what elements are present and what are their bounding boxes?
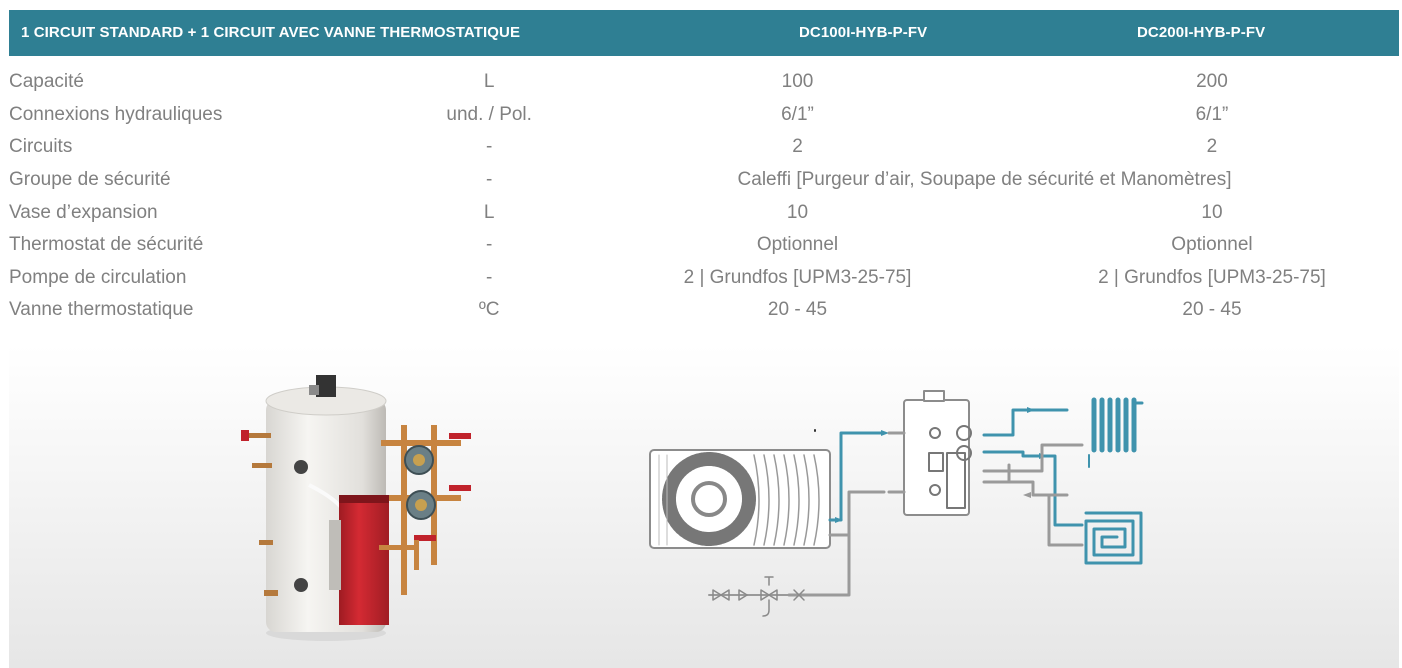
row-model-2-value: 20 - 45 (1182, 299, 1242, 321)
row-label: Thermostat de sécurité (9, 234, 204, 256)
model-2-header: DC200I-HYB-P-FV (1137, 24, 1266, 41)
spec-table: Capacité L 100 200 Connexions hydrauliqu… (9, 66, 1399, 327)
table-title: 1 CIRCUIT STANDARD + 1 CIRCUIT AVEC VANN… (21, 24, 521, 41)
table-header: 1 CIRCUIT STANDARD + 1 CIRCUIT AVEC VANN… (9, 10, 1399, 56)
illustration-area (9, 345, 1399, 668)
row-label: Groupe de sécurité (9, 169, 171, 191)
row-model-1-value: 6/1” (781, 103, 814, 125)
row-model-2-value: 2 | Grundfos [UPM3-25-75] (1098, 266, 1326, 288)
model-1-header: DC100I-HYB-P-FV (799, 24, 928, 41)
table-row: Circuits - 2 2 (9, 131, 1399, 164)
table-row: Pompe de circulation - 2 | Grundfos [UPM… (9, 262, 1399, 295)
row-label: Vanne thermostatique (9, 299, 194, 321)
illustrations (241, 375, 1144, 641)
table-row: Vase d’expansion L 10 10 (9, 196, 1399, 229)
row-label: Circuits (9, 136, 73, 158)
row-model-1-value: 2 | Grundfos [UPM3-25-75] (683, 266, 912, 288)
row-model-1-value: 100 (781, 71, 814, 93)
table-row: Connexions hydrauliques und. / Pol. 6/1”… (9, 99, 1399, 132)
row-model-2-value: 10 (1201, 201, 1223, 223)
row-label: Pompe de circulation (9, 266, 187, 288)
row-unit: - (486, 169, 493, 191)
tank-product-photo (241, 375, 471, 641)
row-label: Connexions hydrauliques (9, 103, 223, 125)
heat-pump-unit (649, 449, 831, 549)
row-model-1-value: 10 (786, 201, 809, 223)
row-unit: und. / Pol. (446, 103, 532, 125)
row-model-1-value: 2 (792, 136, 803, 158)
row-unit: - (486, 136, 493, 158)
row-model-1-value: 20 - 45 (767, 299, 828, 321)
row-model-2-value: 2 (1206, 136, 1218, 158)
row-model-2-value: Optionnel (1171, 234, 1253, 256)
row-shared-value: Caleffi [Purgeur d’air, Soupape de sécur… (737, 169, 1232, 191)
row-unit: - (486, 266, 493, 288)
row-model-2-value: 200 (1196, 71, 1228, 93)
table-row: Thermostat de sécurité - Optionnel Optio… (9, 229, 1399, 262)
row-model-1-value: Optionnel (756, 234, 839, 256)
row-unit: L (483, 201, 495, 223)
table-row: Groupe de sécurité - Caleffi [Purgeur d’… (9, 164, 1399, 197)
row-model-2-value: 6/1” (1195, 103, 1229, 125)
indoor-tank-unit (887, 390, 972, 516)
row-unit: ºC (478, 299, 500, 321)
radiator-icon (1088, 397, 1144, 468)
table-row: Capacité L 100 200 (9, 66, 1399, 99)
row-label: Vase d’expansion (9, 201, 158, 223)
underfloor-heating-icon (1084, 511, 1143, 565)
installation-schematic (649, 390, 1144, 617)
row-label: Capacité (9, 71, 84, 93)
row-unit: - (486, 234, 493, 256)
cold-water-valves (708, 576, 805, 617)
table-row: Vanne thermostatique ºC 20 - 45 20 - 45 (9, 294, 1399, 327)
row-unit: L (483, 71, 495, 93)
